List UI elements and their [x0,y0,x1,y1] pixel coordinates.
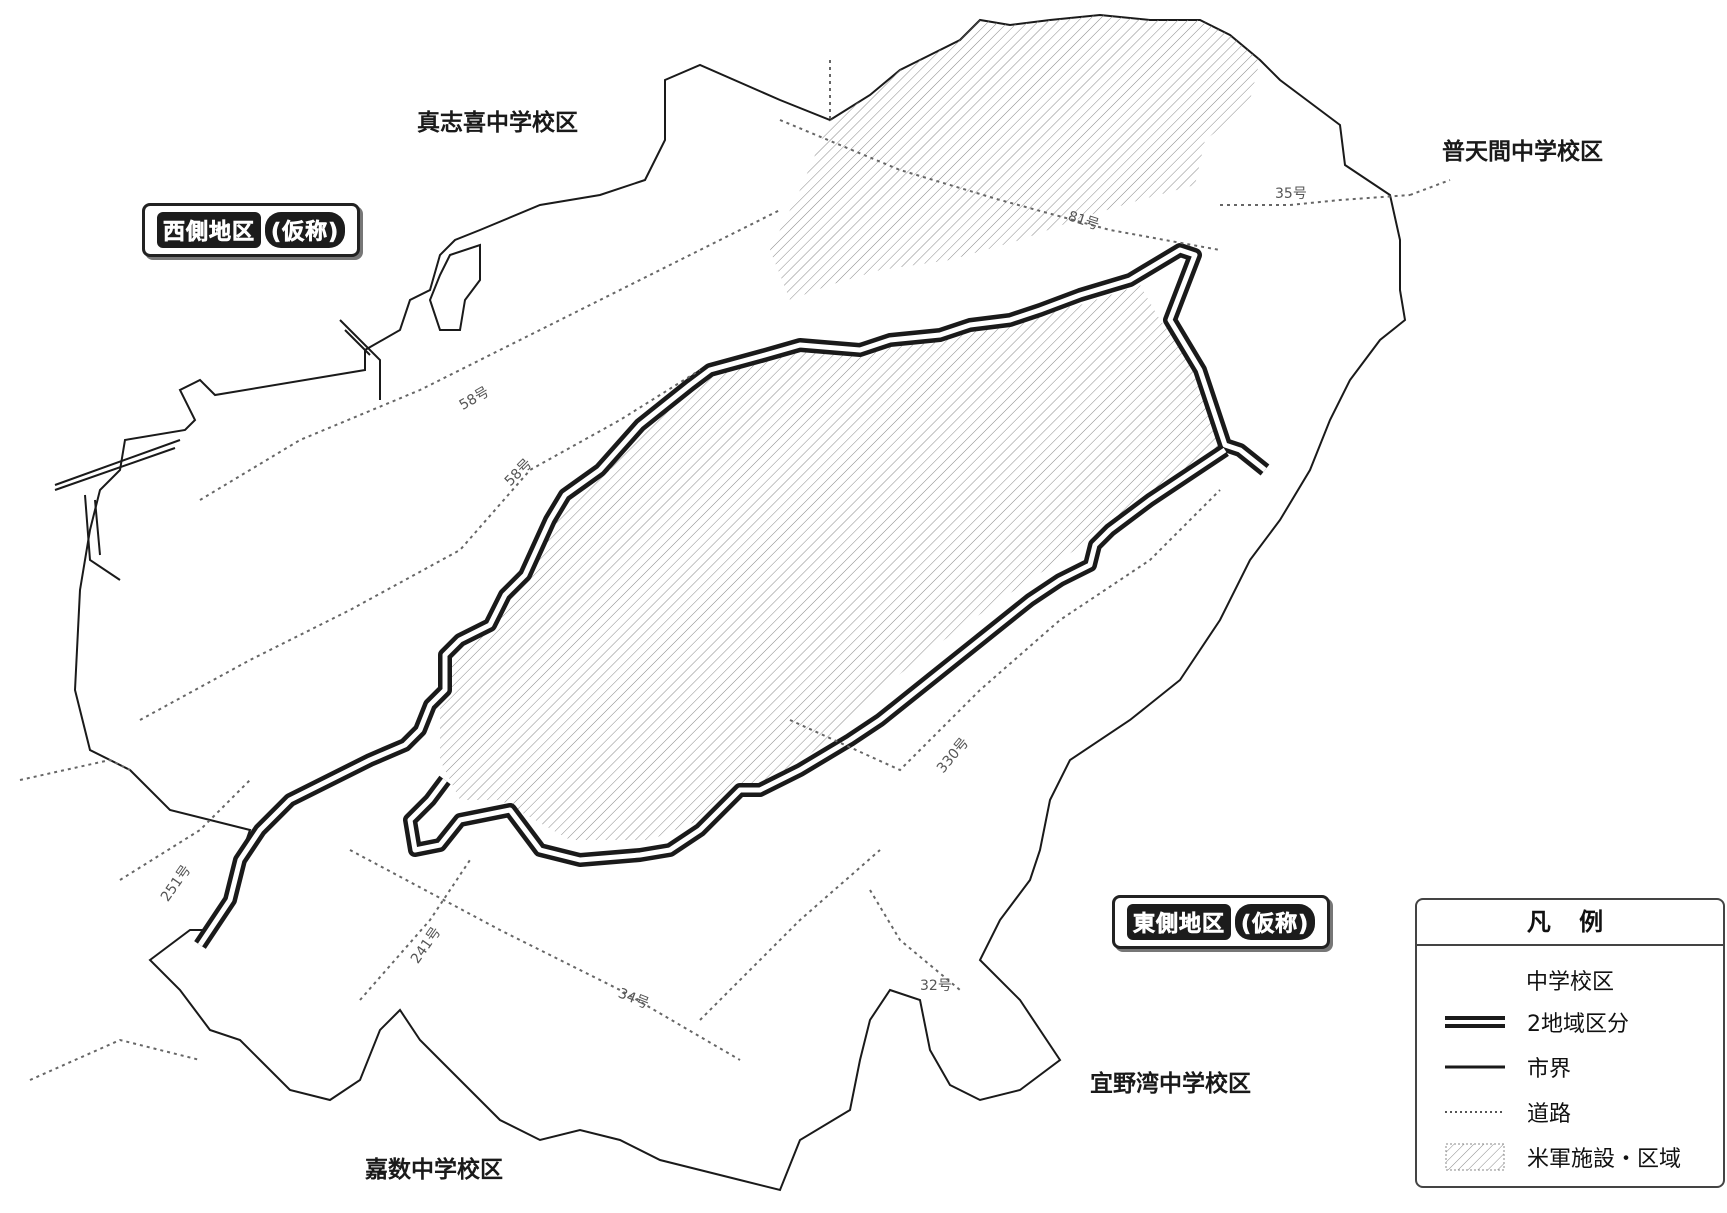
roads [19,60,1451,1081]
solid-line-icon [1445,1052,1505,1082]
road-32 [869,889,961,991]
road-251 [119,779,251,881]
road-label-32: 32号 [920,978,952,994]
two-region-boundary-inner [197,247,1267,947]
road-58 [199,209,781,501]
road-west-edge [19,758,131,781]
harbor-detail [54,243,481,581]
legend-label-us-facility: 米軍施設・区域 [1527,1147,1682,1172]
hatch-icon [1445,1142,1505,1172]
road-241 [359,859,471,1001]
west-district-label: 西側地区(仮称) [142,203,361,257]
east-district-label: 東側地区(仮称) [1112,895,1331,949]
legend-item-city-boundary: 市界 [1445,1052,1571,1082]
east-district-suffix: (仮称) [1235,904,1316,940]
legend-title: 凡 例 [1417,900,1723,946]
zone-label-mashiki: 真志喜中学校区 [417,110,578,136]
two-region-boundary-south-inner [407,447,1227,863]
east-district-name: 東側地区 [1127,904,1232,940]
road-label-35: 35号 [1275,186,1307,202]
west-district-suffix: (仮称) [265,212,346,248]
zone-label-ginowan: 宜野湾中学校区 [1090,1071,1251,1097]
legend-label-road: 道路 [1527,1102,1572,1127]
legend-label-two-region: 2地域区分 [1527,1012,1629,1037]
us-facility-futenma [440,285,1225,840]
road-35 [1220,194,1411,206]
double-line-icon [1445,1007,1505,1037]
dotted-line-icon [1445,1097,1505,1127]
legend-label-city-boundary: 市界 [1527,1057,1572,1082]
us-facility-north [770,15,1260,300]
west-district-name: 西側地区 [157,212,262,248]
legend-item-us-facility: 米軍施設・区域 [1445,1142,1681,1172]
legend-subtitle: 中学校区 [1525,970,1614,995]
zone-label-kakazu: 嘉数中学校区 [365,1157,503,1183]
legend: 凡 例 中学校区 2地域区分 市界 道路 米軍施設・区域 [1415,898,1725,1188]
zone-label-futenma: 普天間中学校区 [1442,139,1603,165]
road-southwest [29,1038,201,1081]
road-east [1409,179,1451,196]
legend-item-two-region: 2地域区分 [1445,1007,1629,1037]
road-330-south [699,849,881,1021]
road-34 [349,849,741,1061]
road-81 [779,119,1221,251]
road-330 [789,489,1221,772]
legend-item-road: 道路 [1445,1097,1571,1127]
